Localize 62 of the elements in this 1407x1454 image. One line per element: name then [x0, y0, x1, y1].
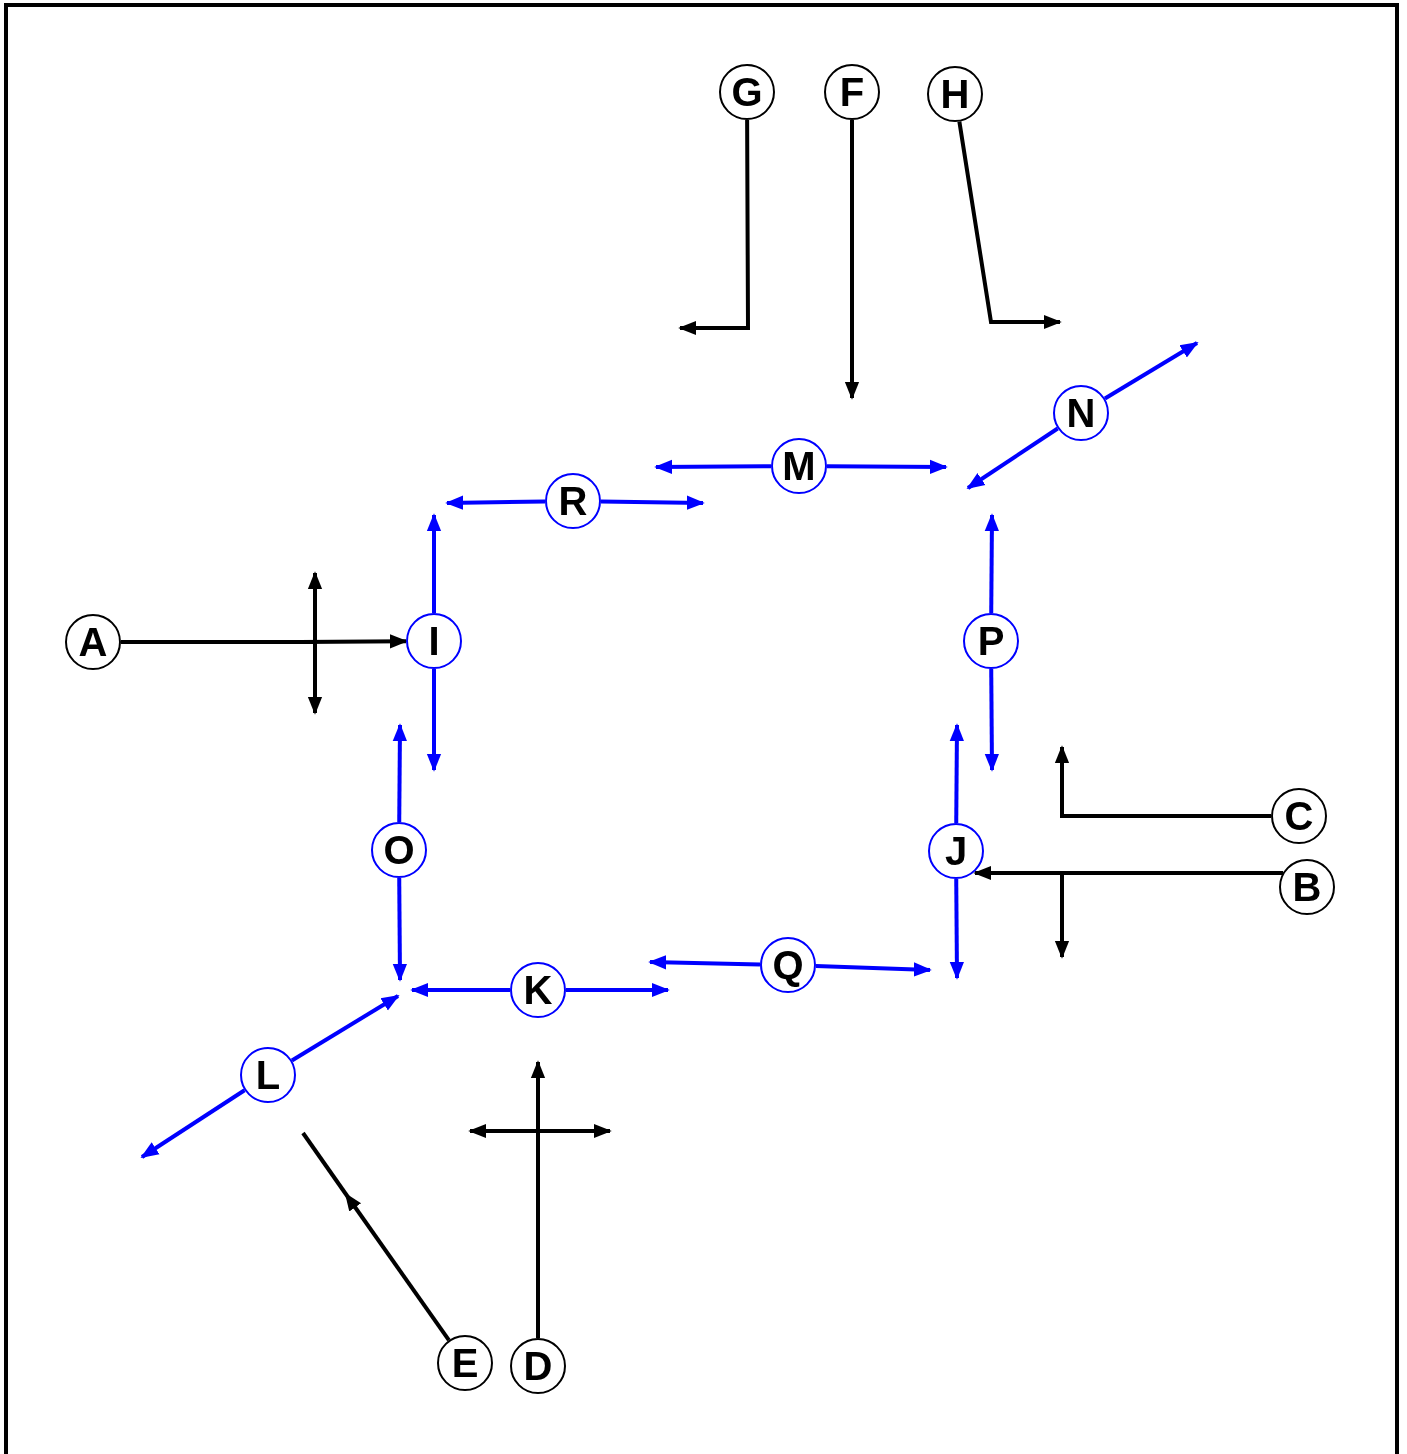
arrow: [966, 426, 1059, 490]
arrow: [392, 878, 408, 982]
arrow: [426, 513, 442, 613]
letter-circle: [760, 937, 816, 993]
arrow: [1103, 341, 1199, 401]
circle-letter: P: [977, 621, 1005, 661]
circle-letter: D: [523, 1346, 553, 1386]
arrow: [949, 879, 965, 980]
letter-circle: [824, 64, 880, 120]
arrow: [844, 120, 860, 400]
arrow: [827, 459, 948, 475]
arrow: [536, 1123, 612, 1338]
letter-circle: [1271, 788, 1327, 844]
letter-circle: [771, 438, 827, 494]
letter-circle: [1279, 859, 1335, 915]
circle-letter: F: [839, 72, 865, 112]
arrow: [392, 723, 408, 823]
letter-circle: [928, 823, 984, 879]
arrow: [815, 962, 932, 977]
letter-circle: [240, 1047, 296, 1103]
circle-letter: R: [558, 481, 588, 521]
circle-letter: N: [1066, 393, 1096, 433]
arrow: [290, 994, 400, 1063]
circle-letter: C: [1284, 796, 1314, 836]
arrow: [566, 982, 670, 998]
arrow: [121, 640, 323, 715]
arrow: [957, 121, 1062, 330]
circle-letter: M: [782, 446, 816, 486]
letter-circle: [927, 66, 983, 122]
arrow: [600, 495, 705, 510]
arrow: [426, 669, 442, 772]
letter-circle: [963, 613, 1019, 669]
letter-circle: [1053, 385, 1109, 441]
arrow: [984, 513, 1000, 614]
circle-letter: H: [940, 74, 970, 114]
letter-circle: [719, 64, 775, 120]
circle-letter: J: [944, 831, 968, 871]
arrow: [445, 495, 546, 510]
circle-letter: E: [451, 1343, 479, 1383]
letter-circle: [437, 1335, 493, 1391]
circle-letter: G: [731, 72, 763, 112]
arrow: [648, 955, 761, 970]
circle-letter: B: [1292, 867, 1322, 907]
arrow: [949, 723, 965, 824]
circle-letter: L: [255, 1055, 281, 1095]
letter-circle: [545, 473, 601, 529]
arrow: [1054, 745, 1271, 818]
letter-circle: [65, 614, 121, 670]
letter-circle: [371, 822, 427, 878]
circle-letter: O: [383, 830, 415, 870]
circle-letter: Q: [772, 945, 804, 985]
arrow: [678, 120, 750, 336]
letter-circle: [406, 613, 462, 669]
circle-letter: I: [428, 621, 440, 661]
arrow: [984, 669, 1000, 772]
circle-letter: A: [78, 622, 108, 662]
letter-circle: [510, 962, 566, 1018]
letter-circle: [510, 1338, 566, 1394]
arrow: [654, 459, 771, 475]
circle-letter: K: [523, 970, 553, 1010]
arrow: [410, 982, 510, 998]
arrow: [140, 1088, 246, 1159]
